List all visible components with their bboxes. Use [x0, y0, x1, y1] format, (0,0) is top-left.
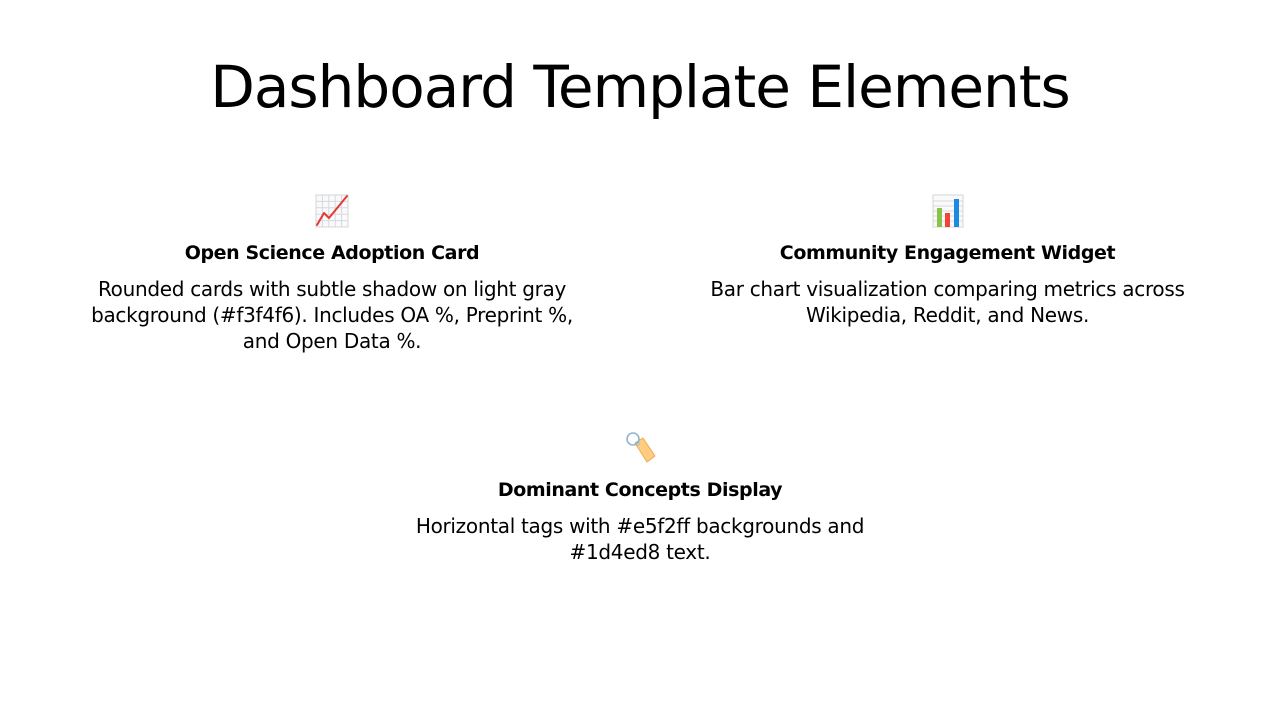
- chart-increasing-icon: [315, 194, 349, 228]
- feature-heading: Open Science Adoption Card: [184, 242, 480, 264]
- feature-dominant-concepts-display: Dominant Concepts Display Horizontal tag…: [390, 431, 890, 565]
- feature-description: Rounded cards with subtle shadow on ligh…: [91, 277, 573, 353]
- feature-description: Bar chart visualization comparing metric…: [710, 277, 1185, 327]
- page-title: Dashboard Template Elements: [210, 53, 1071, 121]
- feature-open-science-adoption-card: Open Science Adoption Card Rounded cards…: [80, 194, 584, 354]
- feature-heading: Community Engagement Widget: [779, 242, 1116, 264]
- label-tag-icon: [626, 432, 656, 463]
- feature-description: Horizontal tags with #e5f2ff backgrounds…: [415, 514, 865, 564]
- feature-community-engagement-widget: Community Engagement Widget Bar chart vi…: [695, 194, 1200, 328]
- feature-heading: Dominant Concepts Display: [497, 479, 783, 501]
- bar-chart-icon: [932, 194, 963, 228]
